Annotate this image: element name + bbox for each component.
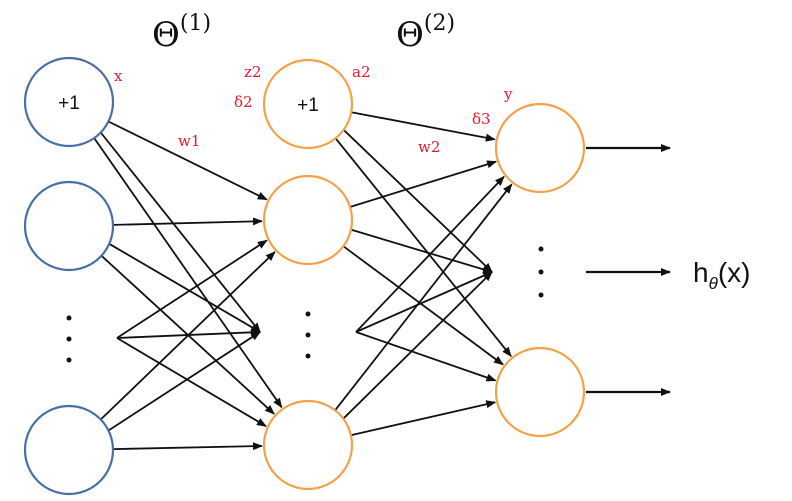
edge-input-3-hidden-1 [108, 331, 261, 432]
annotation-z2: z2 [244, 63, 261, 81]
annotation-a2: a2 [352, 63, 371, 81]
annotation-delta2: δ2 [234, 93, 253, 111]
hidden-ellipsis-dot-2 [305, 332, 311, 338]
input-bias-node [23, 56, 115, 148]
edge-hidden-3-output-1 [342, 271, 493, 420]
theta-2-label: Θ(2) [396, 11, 455, 55]
edge-input-1-hidden-0 [112, 217, 263, 226]
edge-input-0-hidden-1 [99, 131, 261, 333]
edge-input-2-hidden-2 [116, 337, 267, 427]
annotation-x: x [114, 67, 123, 85]
output-arrows [586, 144, 671, 396]
edge-hidden-1-output-2 [342, 245, 504, 366]
input-node-n [23, 404, 115, 496]
output-ellipsis-dot-3 [538, 292, 544, 298]
input-ellipsis-dot-2 [66, 336, 72, 342]
edge-hidden-3-output-0 [334, 183, 513, 411]
hidden-layer: +1 [262, 58, 354, 491]
edge-hidden-2-output-2 [355, 331, 497, 382]
hidden-ellipsis-dot-1 [305, 311, 311, 317]
output-layer [494, 102, 586, 438]
edge-hidden-0-output-2 [334, 137, 512, 357]
edge-input-0-hidden-0 [108, 120, 268, 201]
hidden-bias-label: +1 [297, 95, 319, 116]
hidden-node-1 [262, 174, 354, 266]
annotation-y: y [503, 85, 513, 103]
output-ellipsis-dot-1 [538, 246, 544, 252]
edge-hidden-0-output-0 [351, 111, 496, 142]
edge-input-1-hidden-1 [108, 243, 261, 333]
output-ellipsis-dot-2 [538, 269, 544, 275]
input-bias-label: +1 [58, 93, 80, 114]
edge-input-3-hidden-2 [112, 442, 263, 451]
connections [93, 111, 513, 451]
edge-hidden-0-output-1 [342, 129, 493, 273]
annotation-w2: w2 [418, 138, 440, 156]
hidden-ellipsis-dot-3 [305, 353, 311, 359]
edge-input-3-hidden-0 [100, 251, 276, 421]
input-layer: +1 [23, 56, 115, 496]
input-node-1 [23, 180, 115, 272]
input-ellipsis-dot-1 [66, 315, 72, 321]
input-ellipsis-dot-3 [66, 357, 72, 363]
edge-hidden-2-output-0 [355, 175, 505, 333]
edge-input-0-hidden-2 [93, 137, 283, 409]
edge-input-2-hidden-0 [116, 239, 268, 339]
output-node-1 [494, 102, 586, 194]
hidden-node-n [262, 399, 354, 491]
edge-hidden-1-output-0 [349, 160, 498, 208]
output-node-n [494, 346, 586, 438]
annotation-delta3: δ3 [472, 110, 491, 128]
edge-hidden-1-output-1 [350, 228, 493, 274]
theta-1-label: Θ(1) [152, 11, 211, 55]
edge-hidden-3-output-2 [350, 400, 497, 437]
annotation-w1: w1 [178, 132, 200, 150]
edge-hidden-2-output-1 [355, 271, 493, 333]
output-label: hθ(x) [693, 257, 750, 293]
hidden-bias-node [262, 58, 354, 150]
